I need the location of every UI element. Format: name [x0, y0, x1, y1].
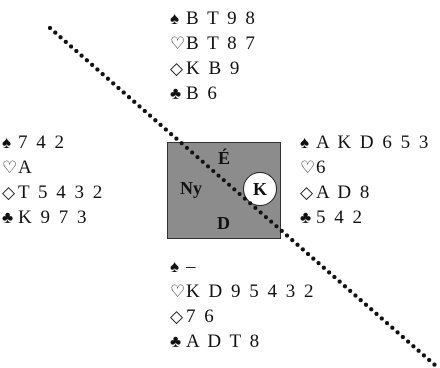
heart-outline-icon: ♡ [170, 282, 186, 301]
club-icon: ♣ [170, 332, 182, 351]
hand-south-clubs: ♣A D T 8 [170, 329, 315, 354]
hand-west-spades: ♠ 7 4 2 [2, 130, 104, 155]
diamond-outline-icon: ◇ [300, 183, 314, 202]
spade-icon: ♠ [170, 9, 180, 28]
hand-north-spades: ♠ B T 9 8 [170, 6, 257, 31]
hand-north: ♠ B T 9 8 ♡B T 8 7 ◇K B 9 ♣B 6 [170, 6, 257, 106]
cards: 6 [316, 157, 328, 178]
cards: B 6 [186, 83, 219, 104]
hand-east-spades: ♠ A K D 6 5 3 [300, 130, 430, 155]
hand-west: ♠ 7 4 2 ♡A ◇T 5 4 3 2 ♣K 9 7 3 [2, 130, 104, 230]
spade-icon: ♠ [2, 133, 12, 152]
hand-south-diamonds: ◇7 6 [170, 304, 315, 329]
hand-north-diamonds: ◇K B 9 [170, 56, 257, 81]
seat-label-north: É [218, 148, 231, 168]
card-table: É Ny D K [167, 142, 281, 239]
cards: A D 8 [316, 182, 372, 203]
spade-icon: ♠ [300, 133, 310, 152]
cards: K 9 7 3 [18, 207, 89, 228]
hand-east-diamonds: ◇A D 8 [300, 180, 430, 205]
heart-outline-icon: ♡ [170, 34, 186, 53]
hand-north-hearts: ♡B T 8 7 [170, 31, 257, 56]
cards: 7 4 2 [18, 132, 66, 153]
hand-east-hearts: ♡6 [300, 155, 430, 180]
cards: T 5 4 3 2 [18, 182, 105, 203]
seat-label-south: D [217, 213, 230, 233]
dealer-label: K [252, 179, 267, 199]
club-icon: ♣ [170, 84, 182, 103]
heart-outline-icon: ♡ [2, 158, 18, 177]
cards: A D T 8 [186, 331, 262, 352]
cards: B T 8 7 [186, 33, 257, 54]
hand-north-clubs: ♣B 6 [170, 81, 257, 106]
hand-east-clubs: ♣5 4 2 [300, 205, 430, 230]
cards: B T 9 8 [186, 8, 257, 29]
hand-west-clubs: ♣K 9 7 3 [2, 205, 104, 230]
hand-west-diamonds: ◇T 5 4 3 2 [2, 180, 104, 205]
heart-outline-icon: ♡ [300, 158, 316, 177]
dealer-badge: K [243, 172, 277, 206]
diamond-outline-icon: ◇ [170, 307, 184, 326]
hand-south: ♠– ♡K D 9 5 4 3 2 ◇7 6 ♣A D T 8 [170, 254, 315, 354]
hand-south-spades: ♠– [170, 254, 315, 279]
seat-label-west: Ny [180, 178, 202, 198]
cards: A K D 6 5 3 [316, 132, 431, 153]
club-icon: ♣ [2, 208, 14, 227]
hand-east: ♠ A K D 6 5 3 ♡6 ◇A D 8 ♣5 4 2 [300, 130, 430, 230]
diamond-outline-icon: ◇ [170, 59, 184, 78]
cards: K D 9 5 4 3 2 [186, 281, 316, 302]
hand-south-hearts: ♡K D 9 5 4 3 2 [170, 279, 315, 304]
cards: – [186, 256, 198, 277]
diamond-outline-icon: ◇ [2, 183, 16, 202]
cards: 5 4 2 [316, 207, 364, 228]
cards: A [18, 157, 34, 178]
spade-icon: ♠ [170, 257, 180, 276]
club-icon: ♣ [300, 208, 312, 227]
cards: 7 6 [186, 306, 216, 327]
hand-west-hearts: ♡A [2, 155, 104, 180]
cards: K B 9 [186, 58, 242, 79]
